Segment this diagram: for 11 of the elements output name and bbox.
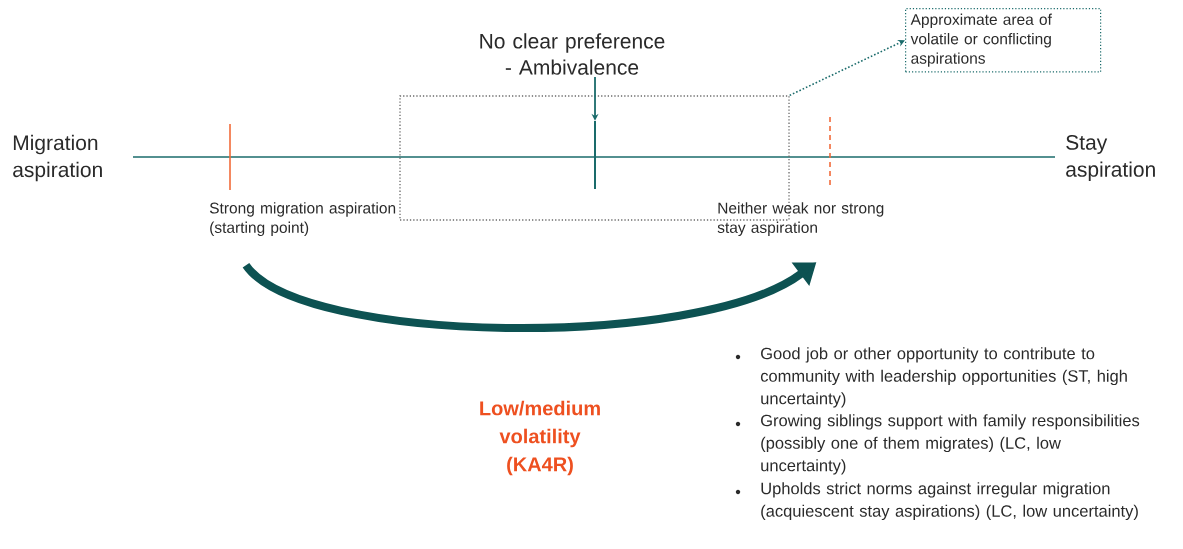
point-label: Neither weak nor strong stay aspiration — [717, 202, 884, 237]
heading-text: No clear preference - Ambivalence — [480, 33, 665, 75]
volatility-label: Low/medium volatility (KA4R) — [480, 400, 600, 476]
bullet-item: Growing siblings support with family responsibilities (possibly one of them migrates) (LC, low uncertainty) — [761, 414, 1140, 475]
axis-label: Migration aspiration — [13, 134, 102, 182]
axis-label: Stay aspiration — [1066, 135, 1155, 181]
point-label: Strong migration aspiration (starting point) — [209, 202, 396, 237]
bullet-item: Good job or other opportunity to contribute to community with leadership opportunities (ST, high uncertainty) — [760, 347, 1127, 408]
note-box: Approximate area of volatile or conflicting aspirations — [905, 8, 1102, 73]
bullet-item: Upholds strict norms against irregular migration (acquiescent stay aspirations) (LC, low uncertainty) — [761, 482, 1138, 521]
arrow — [788, 40, 905, 97]
